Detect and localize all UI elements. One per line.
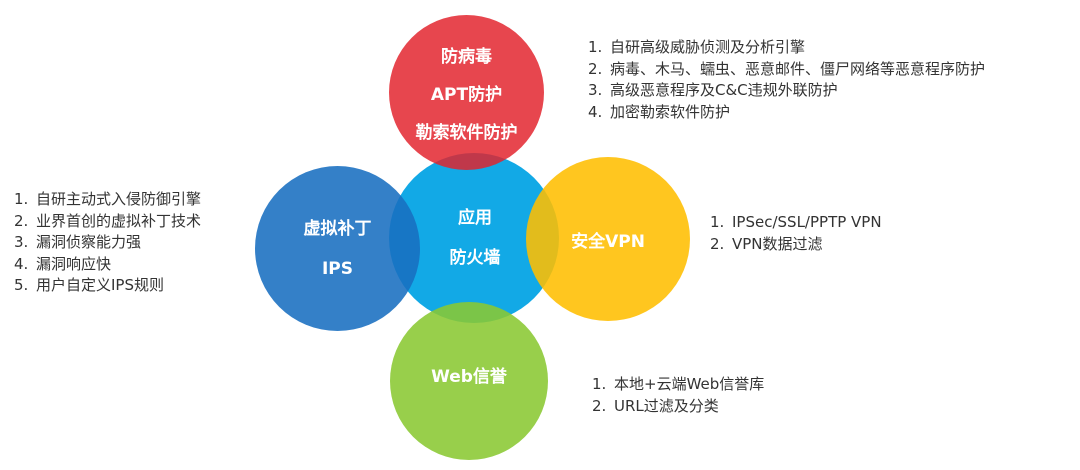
list-item-number: 1. (588, 38, 603, 56)
circle-virtual-patch-line-1: 虚拟补丁 (303, 218, 372, 239)
web-reputation-feature-list: 1. 本地+云端Web信誉库 2. URL过滤及分类 (592, 374, 764, 417)
list-item-text: 本地+云端Web信誉库 (614, 375, 765, 393)
list-item-text: 漏洞侦察能力强 (36, 233, 142, 251)
circle-app-firewall-line-1: 应用 (458, 208, 492, 228)
circle-web-reputation: Web信誉 (390, 302, 548, 460)
circle-virtual-patch-ips: 虚拟补丁 IPS (255, 166, 420, 331)
circle-antivirus-line-1: 防病毒 (441, 46, 492, 67)
circle-web-reputation-line-1: Web信誉 (431, 366, 507, 387)
list-item-number: 1. (14, 190, 29, 208)
list-item: 2. 业界首创的虚拟补丁技术 (14, 211, 201, 233)
list-item-number: 3. (14, 233, 29, 251)
list-item-text: IPSec/SSL/PPTP VPN (732, 213, 882, 231)
ips-feature-list: 1. 自研主动式入侵防御引擎 2. 业界首创的虚拟补丁技术 3. 漏洞侦察能力强 4.… (14, 189, 201, 297)
list-item-number: 1. (710, 213, 725, 231)
circle-secure-vpn-line-1: 安全VPN (571, 231, 645, 252)
list-item: 2. VPN数据过滤 (710, 234, 882, 256)
list-item-number: 4. (14, 254, 29, 273)
list-item: 3. 漏洞侦察能力强 (14, 232, 201, 254)
list-item: 4. 加密勒索软件防护 (588, 102, 985, 124)
circle-antivirus: 防病毒 APT防护 勒索软件防护 (389, 15, 544, 170)
list-item-text: URL过滤及分类 (614, 396, 719, 415)
list-item-number: 2. (710, 234, 725, 253)
list-item-number: 2. (592, 396, 607, 415)
circle-app-firewall-line-2: 防火墙 (449, 248, 501, 268)
list-item-text: 病毒、木马、蠕虫、恶意邮件、僵尸网络等恶意程序防护 (610, 59, 986, 78)
list-item-number: 4. (588, 102, 603, 121)
list-item-text: 自研高级威胁侦测及分析引擎 (610, 38, 806, 56)
list-item: 3. 高级恶意程序及C&C违规外联防护 (588, 80, 985, 102)
list-item: 1. 本地+云端Web信誉库 (592, 374, 764, 396)
vpn-feature-list: 1. IPSec/SSL/PPTP VPN 2. VPN数据过滤 (710, 212, 882, 255)
list-item-text: 业界首创的虚拟补丁技术 (36, 211, 202, 230)
circle-virtual-patch-line-2: IPS (321, 258, 354, 279)
circle-secure-vpn: 安全VPN (526, 157, 690, 321)
list-item-number: 1. (592, 375, 607, 393)
list-item-text: 加密勒索软件防护 (610, 102, 731, 121)
list-item-number: 3. (588, 81, 603, 99)
list-item: 2. URL过滤及分类 (592, 396, 764, 418)
circle-antivirus-line-3: 勒索软件防护 (415, 122, 518, 143)
list-item: 4. 漏洞响应快 (14, 254, 201, 276)
list-item-number: 2. (14, 211, 29, 230)
list-item-text: VPN数据过滤 (732, 234, 823, 253)
list-item: 2. 病毒、木马、蠕虫、恶意邮件、僵尸网络等恶意程序防护 (588, 59, 985, 81)
list-item-text: 用户自定义IPS规则 (36, 276, 164, 294)
antivirus-feature-list: 1. 自研高级威胁侦测及分析引擎 2. 病毒、木马、蠕虫、恶意邮件、僵尸网络等恶意程… (588, 37, 985, 123)
list-item: 1. 自研主动式入侵防御引擎 (14, 189, 201, 211)
list-item: 1. 自研高级威胁侦测及分析引擎 (588, 37, 985, 59)
list-item-text: 高级恶意程序及C&C违规外联防护 (610, 81, 838, 99)
circle-antivirus-line-2: APT防护 (430, 84, 503, 105)
list-item-text: 漏洞响应快 (36, 254, 112, 273)
list-item-text: 自研主动式入侵防御引擎 (36, 190, 202, 208)
list-item-number: 2. (588, 59, 603, 78)
list-item: 5. 用户自定义IPS规则 (14, 275, 201, 297)
list-item-number: 5. (14, 276, 29, 294)
list-item: 1. IPSec/SSL/PPTP VPN (710, 212, 882, 234)
